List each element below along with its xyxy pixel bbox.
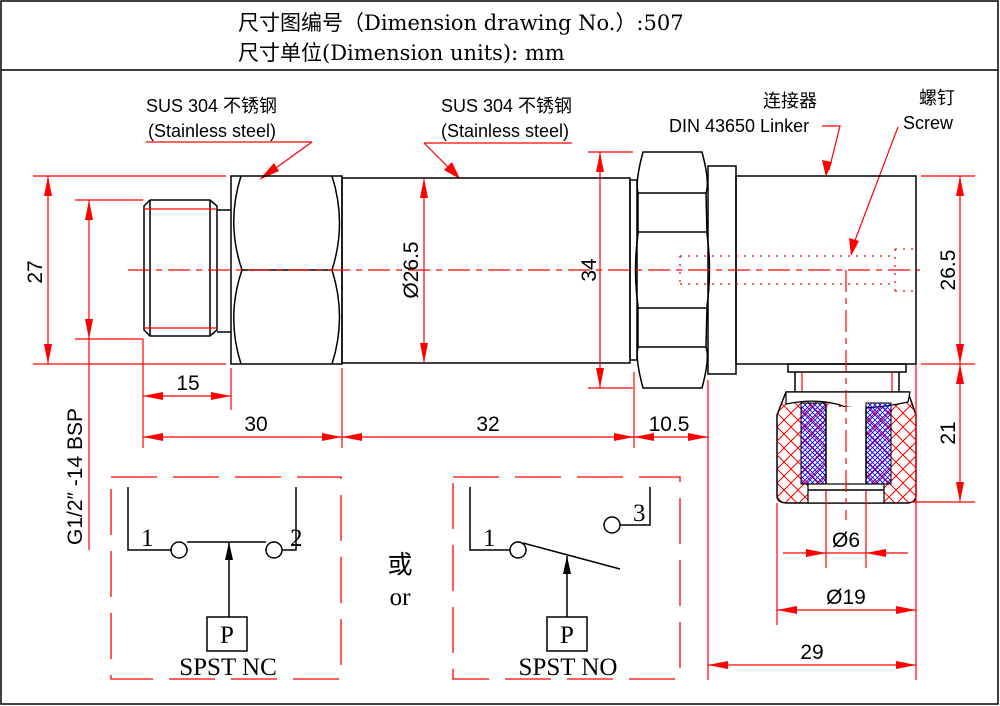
arrow-head [849,238,859,256]
hex-section [230,175,343,365]
material-label-mid-cn: SUS 304 不锈钢 [441,96,572,116]
dim-connector-height: 26.5 [937,250,960,291]
thread-section [143,199,231,337]
dim-nut-length: 10.5 [649,413,690,436]
material-label-left-en: (Stainless steel) [148,121,276,141]
dim-gland-diameter: Ø19 [826,586,866,609]
dim-body-length: 32 [476,413,499,436]
separator-en: or [390,584,412,611]
dim-body-diameter: Ø26.5 [400,241,423,298]
separator-cn: 或 [387,551,412,579]
arrow-head [259,163,279,180]
nc-caption: SPST NC [179,654,277,681]
dim-gland-height: 21 [937,421,960,444]
dim-hex-height: 27 [24,260,47,283]
no-caption: SPST NO [519,654,618,681]
insulation-right [865,402,892,485]
dim-nut-across: 34 [578,258,601,282]
schematic-spst-nc: 1 2 P SPST NC [110,476,342,681]
material-label-mid-en: (Stainless steel) [441,121,569,141]
dim-cable-hole-diameter: Ø6 [832,529,860,552]
insulation-left [800,402,827,485]
nc-pressure-label: P [220,622,234,649]
no-terminal-3: 3 [633,500,646,527]
schematic-spst-no: 1 3 P SPST NO [452,476,681,681]
no-pressure-label: P [560,622,574,649]
dim-thread-length: 15 [176,372,199,395]
dim-hex-section-length: 30 [244,413,267,436]
material-label-left-cn: SUS 304 不锈钢 [146,96,277,116]
connector-label-en: DIN 43650 Linker [669,116,809,136]
connector-label-cn: 连接器 [763,91,817,111]
no-terminal-1: 1 [483,525,496,552]
screw-label-cn: 螺钉 [919,88,955,108]
nc-terminal-1: 1 [141,525,154,552]
din-connector [735,175,917,504]
nc-terminal-2: 2 [290,525,303,552]
arrow-head [822,160,832,177]
screw-label-en: Screw [903,113,954,133]
dim-connector-width: 29 [800,641,823,664]
dimension-units: 尺寸单位(Dimension units): mm [238,41,565,65]
arrow-head [444,162,460,179]
thread-spec-label: G1/2″ -14 BSP [64,408,87,545]
drawing-number-title: 尺寸图编号（Dimension drawing No.）:507 [238,11,684,35]
